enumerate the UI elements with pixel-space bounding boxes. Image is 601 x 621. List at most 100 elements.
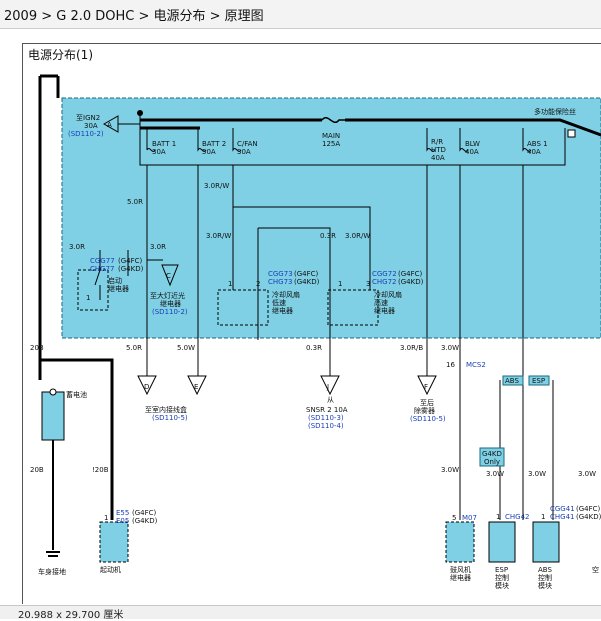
ground-label: 车身接地 [38,567,66,576]
blower-label1: 鼓风机 [450,565,471,574]
relay2-conn2-sub: (G4KD) [294,278,320,286]
fuse-batt2-name: BATT 2 [202,140,226,148]
fuse-batt2-rating: 50A [202,148,216,156]
fuse-rr-rating: HTD [431,146,446,154]
blower-relay [445,521,475,563]
g4kd-tag-line2: Only [484,458,500,466]
wire-label: 3.0W [528,470,546,478]
ref-j-marker [320,375,340,396]
fan-low-relay [217,289,269,326]
ign-ref-line2: 30A [84,122,98,130]
fuse-rr-name: R/R [431,138,443,146]
breadcrumb[interactable]: 2009 > G 2.0 DOHC > 电源分布 > 原理图 [0,0,601,29]
esp-label1: ESP [495,566,508,574]
esp-label2: 控制 [495,573,509,582]
fuse-box-label: 多功能保险丝 [534,107,576,116]
fuse-cfan-rating: 30A [237,148,251,156]
esp-pin: 1 [496,513,500,521]
wiring-diagram: 至IGN2 30A (SD110-2) A 多功能保险丝 BATT 1 30A … [30,74,601,590]
ref-c-letter: C [166,272,171,280]
abs-label1: ABS [538,566,552,574]
ref-f-ref: (SD110-5) [410,415,446,423]
abs-pin: 1 [541,513,545,521]
blower-pin: 5 [452,514,456,522]
wire-label: 5.0W [177,344,195,352]
relay2-pin1: 1 [228,280,232,288]
abs-tag: ABS [505,377,519,385]
relay1-conn1-sub: (G4FC) [118,257,143,265]
ref-e-letter: E [194,383,198,391]
wire-label: 3.0W [441,466,459,474]
ign-ref-letter: A [107,121,112,129]
fuse-blw-name: BLW [465,140,480,148]
ref-d-letter: D [144,383,149,391]
starter-name: 起动机 [100,565,121,574]
starter-conn1-sub: (G4FC) [132,509,157,517]
ref-c-line1: 至大灯近光 [150,291,185,300]
abs-conn2-sub: (G4KD) [576,513,601,521]
abs-conn1: CGG41 [550,505,575,513]
breadcrumb-text: 2009 > G 2.0 DOHC > 电源分布 > 原理图 [4,9,264,24]
ref-de-line1: 至室内接线盒 [145,405,187,414]
wire-label: 20B [30,344,44,352]
wire-label: 5.0R [126,344,142,352]
wire-label: 0.3R [306,344,322,352]
relay1-conn2-sub: (G4KD) [118,265,144,273]
fuse-box-panel [61,97,601,339]
battery-label: 蓄电池 [66,390,87,399]
edge-label: 空 [592,565,599,574]
fuse-rr-amp: 40A [431,154,445,162]
wire-label: 3.0R/W [206,232,231,240]
start-relay [77,269,109,311]
ref-j-letter: J [326,383,329,391]
fuse-abs1-rating: 40A [527,148,541,156]
relay2-conn1: CGG73 [268,270,293,278]
page-size-readout: 20.988 x 29.700 厘米 [18,610,124,621]
relay1-label2: 继电器 [108,284,129,293]
wire-label: 3.0W [441,344,459,352]
abs-label2: 控制 [538,573,552,582]
relay2-label3: 继电器 [272,306,293,315]
blower-conn: M07 [462,514,477,522]
mcs-name: MCS2 [466,361,486,369]
abs-label3: 模块 [538,581,552,590]
ref-f-line1: 至后 [420,398,434,407]
wire-label: 0.3R [320,232,336,240]
starter-conn2-sub: (G4KD) [132,517,158,525]
relay2-label2: 低速 [272,298,286,307]
relay3-conn2: CHG72 [372,278,396,286]
relay3-conn1: CGG72 [372,270,397,278]
ref-j-ref2: (SD110-4) [308,422,344,430]
esp-tag: ESP [532,377,545,385]
ref-c-marker [161,264,179,287]
abs-module [532,521,560,563]
blower-label2: 继电器 [450,573,471,582]
ref-de-ref: (SD110-5) [152,414,188,422]
ref-e-marker [187,375,207,396]
ign-ref-ref: (SD110-2) [68,130,104,138]
relay1-pin1: 1 [86,294,90,302]
fuse-main-rating: 125A [322,140,340,148]
esp-module [488,521,516,563]
wire-label: 3.0R/W [204,182,229,190]
relay1-label1: 启动 [108,276,122,285]
wire-label: 5.0R [127,198,143,206]
relay3-pin1: 1 [338,280,342,288]
wire-label: 3.0R [69,243,85,251]
ign-ref-line1: 至IGN2 [76,114,100,122]
wire-label: 3.0W [578,470,596,478]
ref-c-ref: (SD110-2) [152,308,188,316]
battery-symbol [41,391,65,441]
relay1-conn1: CGG77 [90,257,115,265]
wire-label: !20B [92,466,109,474]
starter-conn1: E55 [116,509,129,517]
fuse-blw-rating: 40A [465,148,479,156]
ref-d-marker [137,375,157,396]
fuse-cfan-name: C/FAN [237,140,258,148]
fuse-abs1-name: ABS 1 [527,140,548,148]
starter-motor [99,521,129,563]
wire-label: 3.0R/W [345,232,370,240]
relay2-label1: 冷却风扇 [272,290,300,299]
ref-j-ref1: (SD110-3) [308,414,344,422]
relay2-pin2: 2 [256,280,260,288]
